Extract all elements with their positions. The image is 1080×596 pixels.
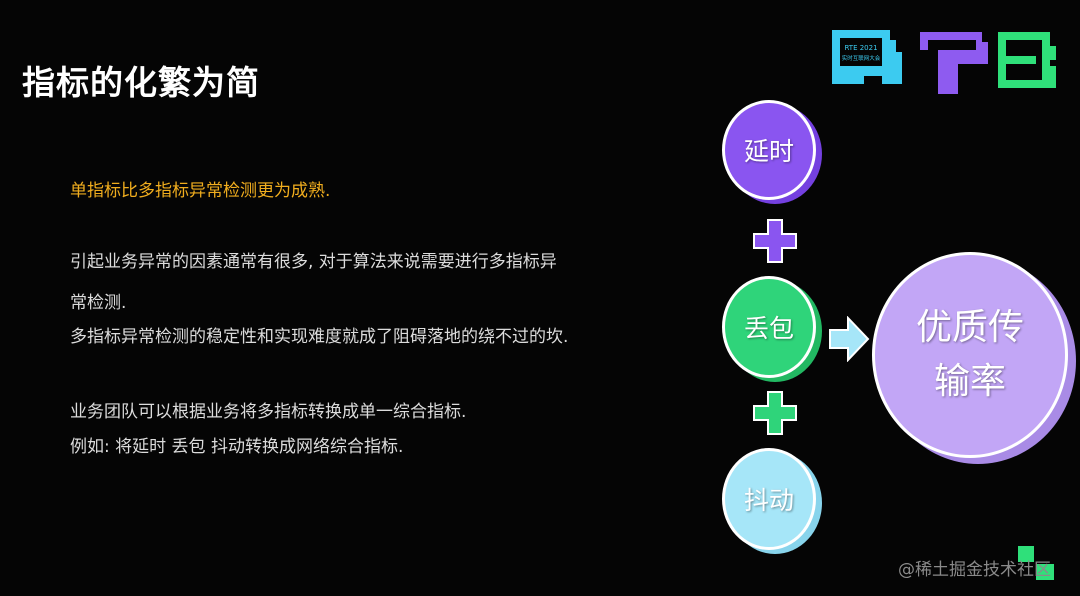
slide-title: 指标的化繁为简 xyxy=(22,63,260,102)
watermark: @稀土掘金技术社区 xyxy=(898,560,1051,580)
body-line: 业务团队可以根据业务将多指标转换成单一综合指标. xyxy=(70,402,467,422)
body-line: 例如: 将延时 丢包 抖动转换成网络综合指标. xyxy=(70,437,404,457)
disc-label: 优质传 xyxy=(915,307,1024,348)
plus-icon xyxy=(753,391,797,435)
body-line: 引起业务异常的因素通常有很多, 对于算法来说需要进行多指标异 xyxy=(70,252,557,272)
disc-jitter: 抖动 xyxy=(722,448,816,550)
disc-packet-loss: 丢包 xyxy=(722,276,816,378)
disc-quality-rate: 优质传 输率 xyxy=(872,252,1068,458)
disc-label: 抖动 xyxy=(743,486,794,515)
plus-icon xyxy=(753,219,797,263)
disc-label: 丢包 xyxy=(743,314,794,343)
corner-decoration xyxy=(1036,564,1054,580)
highlight-text: 单指标比多指标异常检测更为成熟. xyxy=(70,181,331,201)
rte-logo: RTE 2021 实时互联网大会 xyxy=(832,30,1056,94)
svg-text:RTE 2021: RTE 2021 xyxy=(844,44,877,52)
corner-decoration xyxy=(1018,546,1034,562)
body-line: 多指标异常检测的稳定性和实现难度就成了阻碍落地的绕不过的坎. xyxy=(70,327,569,347)
arrow-right-icon xyxy=(829,316,870,362)
disc-latency: 延时 xyxy=(722,100,816,200)
svg-text:实时互联网大会: 实时互联网大会 xyxy=(842,54,881,62)
disc-label: 延时 xyxy=(743,137,794,166)
body-line: 常检测. xyxy=(70,293,127,313)
disc-label: 输率 xyxy=(933,361,1006,402)
